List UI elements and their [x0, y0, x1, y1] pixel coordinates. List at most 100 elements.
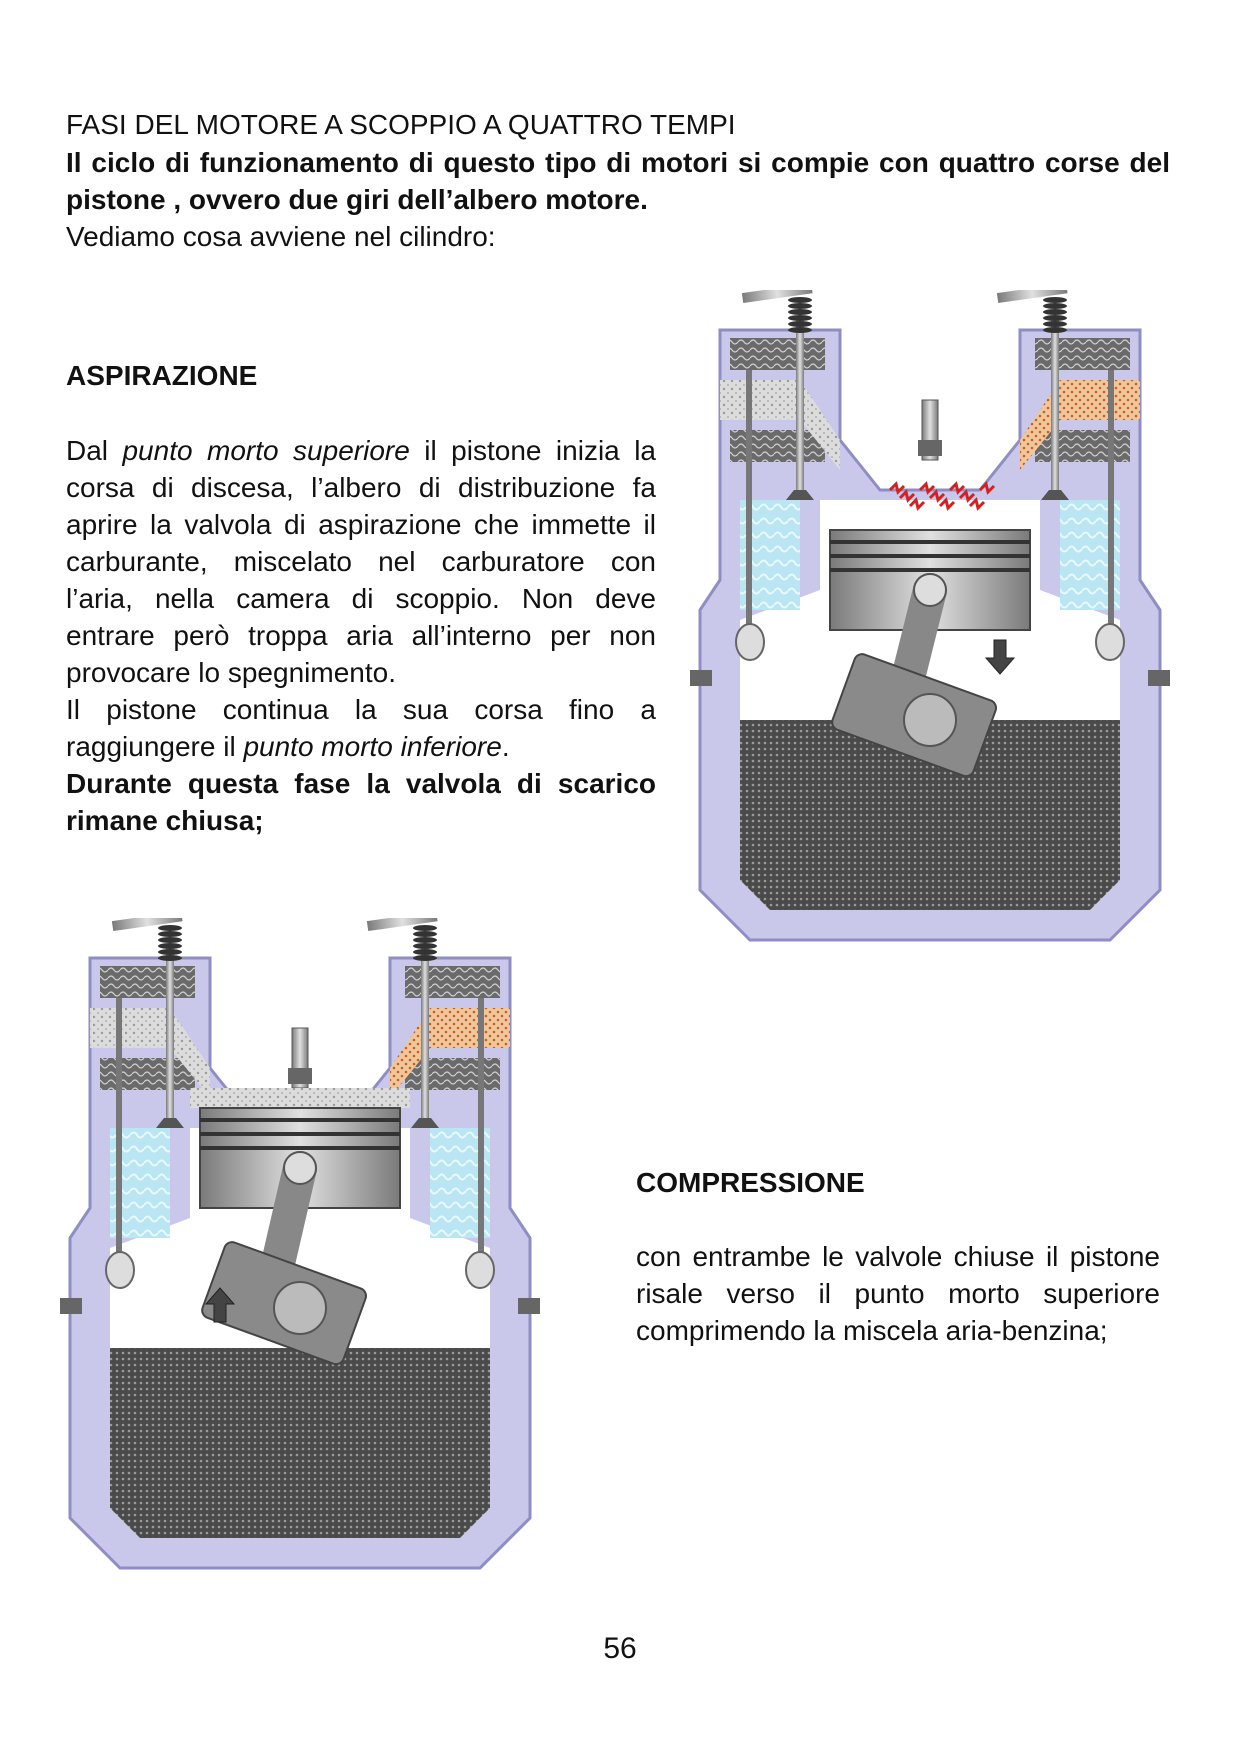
aspirazione-paragraph-2: Il pistone continua la sua corsa fino a … — [66, 691, 656, 765]
aspirazione-body: Dal punto morto superiore il pistone ini… — [66, 432, 656, 839]
left-valve-spring — [788, 297, 812, 303]
left-head-top — [730, 338, 825, 370]
right-valve-head — [1041, 490, 1069, 500]
right-head-bottom — [1035, 430, 1130, 462]
wrist-pin — [913, 573, 947, 607]
left-cam-follower — [105, 1251, 135, 1289]
arrow-down-icon — [984, 639, 1016, 675]
fuel-spray — [898, 489, 916, 503]
aspirazione-p1-start: Dal — [66, 435, 123, 466]
left-flange — [60, 1298, 82, 1314]
right-valve-spring — [413, 937, 437, 943]
right-head-top — [1035, 338, 1130, 370]
left-valve-spring — [158, 955, 182, 961]
punto-morto-inferiore-term: punto morto inferiore — [243, 731, 502, 762]
intro-text: Vediamo cosa avviene nel cilindro: — [66, 221, 496, 252]
right-valve-spring — [1043, 321, 1067, 327]
fuel-spray — [888, 481, 906, 495]
fuel-spray — [928, 489, 946, 503]
right-flange — [518, 1298, 540, 1314]
left-rocker-arm — [741, 290, 813, 304]
right-push-rod — [478, 998, 484, 1268]
piston-ring — [830, 554, 1030, 558]
oil-sump — [740, 720, 1120, 910]
left-valve-stem — [796, 320, 804, 500]
left-valve-spring — [788, 321, 812, 327]
left-valve-spring — [158, 949, 182, 955]
compressed-mixture — [190, 1088, 410, 1108]
crank-pin — [273, 1281, 327, 1335]
right-valve-spring — [413, 943, 437, 949]
fuel-spray — [978, 481, 996, 495]
left-rocker-arm — [111, 918, 183, 932]
right-head-bottom — [405, 1058, 500, 1090]
left-valve-stem — [166, 948, 174, 1128]
left-valve-spring — [788, 315, 812, 321]
left-head-bottom — [730, 430, 825, 462]
fuel-spray — [948, 481, 966, 495]
oil-sump — [110, 1348, 490, 1538]
fuel-spray — [908, 497, 926, 511]
right-rocker-arm — [996, 290, 1068, 304]
right-valve-stem — [421, 948, 429, 1128]
crank-pin — [903, 693, 957, 747]
left-valve-spring — [788, 327, 812, 333]
right-valve-spring — [1043, 309, 1067, 315]
piston-ring — [830, 540, 1030, 544]
fuel-spray — [968, 497, 986, 511]
left-flange — [690, 670, 712, 686]
aspirazione-p2-start: Il pistone continua la sua corsa fino a … — [66, 694, 656, 762]
page-title: FASI DEL MOTORE A SCOPPIO A QUATTRO TEMP… — [66, 109, 736, 140]
compressione-body: con entrambe le valvole chiuse il piston… — [636, 1241, 1160, 1346]
spark-plug-nut — [288, 1068, 312, 1084]
aspirazione-paragraph-3: Durante questa fase la valvola di scaric… — [66, 768, 656, 836]
left-valve-spring — [158, 931, 182, 937]
left-valve-head — [786, 490, 814, 500]
piston-ring — [200, 1118, 400, 1122]
right-cam-follower — [1095, 623, 1125, 661]
spark-plug-nut — [918, 440, 942, 456]
left-cam-follower — [735, 623, 765, 661]
piston-ring — [200, 1132, 400, 1136]
left-head-top — [100, 966, 195, 998]
right-valve-spring — [1043, 315, 1067, 321]
aspirazione-p2-end: . — [501, 731, 510, 762]
left-valve-spring — [788, 303, 812, 309]
left-valve-spring — [158, 943, 182, 949]
right-push-rod — [1108, 370, 1114, 640]
punto-morto-superiore-term: punto morto superiore — [122, 435, 410, 466]
right-rocker-arm — [366, 918, 438, 932]
compressione-heading: COMPRESSIONE — [636, 1167, 865, 1198]
engine-diagram-compression — [60, 918, 540, 1570]
right-valve-spring — [1043, 303, 1067, 309]
right-valve-spring — [413, 925, 437, 931]
right-valve-spring — [413, 931, 437, 937]
left-valve-spring — [158, 937, 182, 943]
right-valve-stem — [1051, 320, 1059, 500]
left-valve-spring — [788, 309, 812, 315]
piston-ring — [200, 1146, 400, 1150]
arrow-up-icon — [204, 1287, 236, 1323]
fuel-spray — [958, 489, 976, 503]
left-valve-spring — [158, 925, 182, 931]
intro-bold-text: Il ciclo di funzionamento di questo tipo… — [66, 147, 1170, 215]
right-valve-spring — [1043, 327, 1067, 333]
right-valve-spring — [413, 949, 437, 955]
left-push-rod — [746, 370, 752, 640]
left-valve-head — [156, 1118, 184, 1128]
page-number: 56 — [603, 1632, 637, 1665]
right-valve-spring — [413, 955, 437, 961]
right-head-top — [405, 966, 500, 998]
aspirazione-heading: ASPIRAZIONE — [66, 360, 258, 391]
wrist-pin — [283, 1151, 317, 1185]
piston-ring — [830, 568, 1030, 572]
right-valve-spring — [1043, 297, 1067, 303]
right-valve-head — [411, 1118, 439, 1128]
aspirazione-p1-end: il pistone inizia la corsa di discesa, l… — [66, 435, 656, 688]
left-head-bottom — [100, 1058, 195, 1090]
right-flange — [1148, 670, 1170, 686]
left-push-rod — [116, 998, 122, 1268]
aspirazione-paragraph-1: Dal punto morto superiore il pistone ini… — [66, 432, 656, 691]
fuel-spray — [938, 497, 956, 511]
right-cam-follower — [465, 1251, 495, 1289]
